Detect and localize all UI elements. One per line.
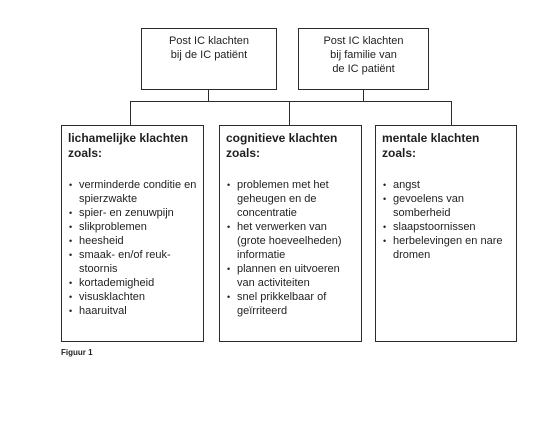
patient-box-line-1: Post IC klachten: [168, 35, 250, 47]
list-item: spier- en zenuwpijn: [68, 206, 199, 220]
patient-box-line-2: bij de IC patiënt: [170, 49, 248, 61]
patient-complaints-box: Post IC klachten bij de IC patiënt: [141, 28, 277, 90]
family-box-line-3: de IC patiënt: [332, 63, 395, 75]
list-item: gevoelens van somberheid: [382, 192, 512, 220]
list-item: het verwerken van (grote hoeveelheden) i…: [226, 220, 357, 262]
list-item: snel prikkelbaar of geïrriteerd: [226, 290, 357, 318]
cognitive-title: cognitieve klachten zoals:: [226, 131, 357, 161]
connector-physical: [130, 101, 131, 125]
list-item: heesheid: [68, 234, 199, 248]
list-item: kortademigheid: [68, 276, 199, 290]
cognitive-complaints-box: cognitieve klachten zoals: problemen met…: [219, 125, 362, 342]
physical-list: verminderde conditie en spierzwakte spie…: [68, 178, 199, 318]
list-item: smaak- en/of reuk-stoornis: [68, 248, 199, 276]
list-item: angst: [382, 178, 512, 192]
cognitive-title-line-2: zoals:: [226, 146, 261, 160]
family-complaints-box: Post IC klachten bij familie van de IC p…: [298, 28, 429, 90]
list-item: problemen met het geheugen en de concent…: [226, 178, 357, 220]
list-item: slikproblemen: [68, 220, 199, 234]
family-box-line-2: bij familie van: [330, 49, 397, 61]
mental-title-line-1: mentale klachten: [382, 131, 480, 145]
mental-title: mentale klachten zoals:: [382, 131, 512, 161]
list-item: herbelevingen en nare dromen: [382, 234, 512, 262]
family-box-line-1: Post IC klachten: [323, 35, 404, 47]
physical-title: lichamelijke klachten zoals:: [68, 131, 199, 161]
connector-patient: [208, 90, 209, 101]
connector-family: [363, 90, 364, 101]
cognitive-list: problemen met het geheugen en de concent…: [226, 178, 357, 318]
list-item: visusklachten: [68, 290, 199, 304]
mental-title-line-2: zoals:: [382, 146, 417, 160]
list-item: verminderde conditie en spierzwakte: [68, 178, 199, 206]
mental-list: angst gevoelens van somberheid slaapstoo…: [382, 178, 512, 262]
cognitive-title-line-1: cognitieve klachten: [226, 131, 338, 145]
list-item: plannen en uitvoeren van activiteiten: [226, 262, 357, 290]
list-item: slaapstoornissen: [382, 220, 512, 234]
physical-title-line-2: zoals:: [68, 146, 103, 160]
connector-mental: [451, 101, 452, 125]
figure-caption: Figuur 1: [61, 348, 93, 357]
physical-title-line-1: lichamelijke klachten: [68, 131, 189, 145]
connector-horizontal: [130, 101, 452, 102]
list-item: haaruitval: [68, 304, 199, 318]
physical-complaints-box: lichamelijke klachten zoals: verminderde…: [61, 125, 204, 342]
mental-complaints-box: mentale klachten zoals: angst gevoelens …: [375, 125, 517, 342]
connector-cognitive: [289, 101, 290, 125]
